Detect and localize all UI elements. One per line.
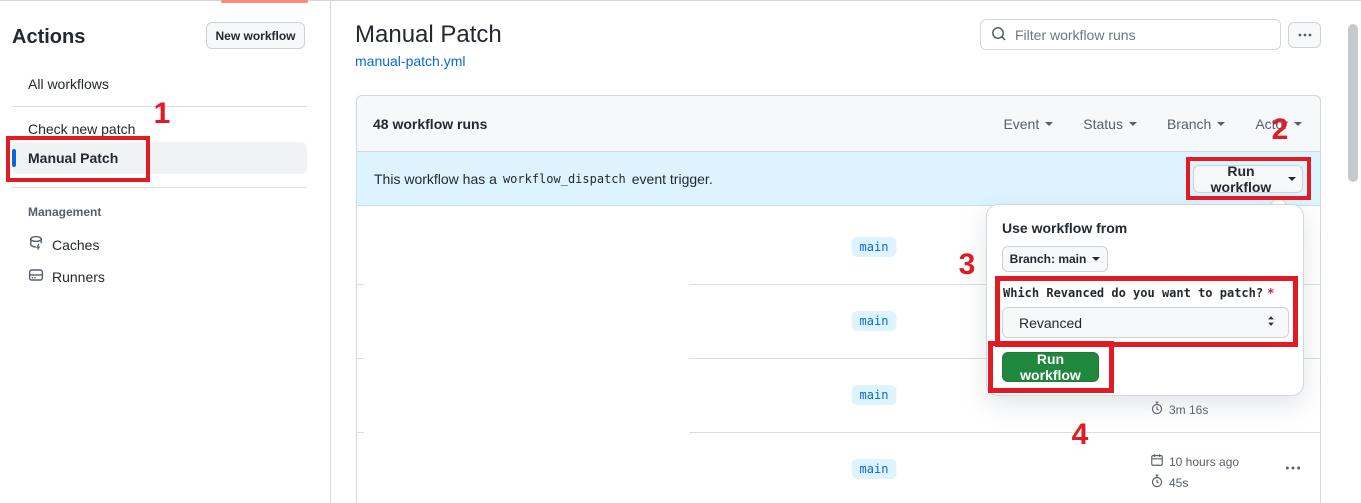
chevron-down-icon (1128, 121, 1137, 126)
sidebar-section-divider (12, 106, 307, 107)
run-duration: 45s (1150, 474, 1188, 491)
sidebar-section-divider (12, 187, 307, 188)
kebab-icon (1298, 33, 1311, 37)
annotation-box-1 (6, 136, 150, 182)
workflow-runs-count: 48 workflow runs (373, 115, 488, 132)
row-divider (357, 358, 1320, 359)
selected-indicator-bar (12, 149, 16, 167)
filter-workflow-runs-field (980, 19, 1281, 50)
actor-filter-dropdown[interactable]: Actor (1255, 116, 1302, 132)
sidebar-title: Actions (12, 26, 86, 48)
annotation-number-1: 1 (153, 97, 171, 130)
sidebar-divider (330, 0, 331, 503)
chevron-down-icon (1288, 176, 1296, 181)
filter-workflow-runs-input[interactable] (980, 19, 1281, 50)
sidebar-item-runners[interactable]: Runners (28, 267, 105, 286)
revanced-select-value: Revanced (1019, 314, 1083, 331)
row-divider (357, 432, 1320, 433)
annotation-box-3 (995, 276, 1298, 347)
branch-filter-dropdown[interactable]: Branch (1167, 116, 1226, 132)
new-workflow-button[interactable]: New workflow (206, 22, 305, 49)
required-asterisk: * (1267, 286, 1275, 300)
workflow-dispatch-banner: This workflow has a workflow_dispatch ev… (357, 152, 1320, 206)
annotation-box-2 (1186, 157, 1311, 200)
chevron-down-icon (1045, 121, 1054, 126)
run-workflow-submit-button[interactable]: Run workflow (1002, 351, 1099, 383)
page-title: Manual Patch (355, 21, 502, 48)
workflow-dispatch-code: workflow_dispatch (502, 171, 626, 186)
annotation-number-4: 4 (1071, 418, 1089, 451)
sidebar-item-check-new-patch[interactable]: Check new patch (28, 121, 136, 137)
redacted-run-titles-area (364, 207, 689, 503)
chevron-down-icon (1092, 257, 1101, 261)
cache-icon (28, 235, 44, 254)
run-duration-text: 3m 16s (1169, 402, 1209, 417)
run-row-kebab-button[interactable] (1284, 459, 1302, 482)
stopwatch-icon (1150, 401, 1164, 418)
run-duration-text: 45s (1169, 475, 1189, 490)
branch-select-button[interactable]: Branch: main (1002, 246, 1108, 272)
runs-list-header: 48 workflow runs Event Status Branch Act… (356, 95, 1321, 152)
sidebar-item-caches[interactable]: Caches (28, 235, 99, 254)
revanced-select[interactable]: Revanced (1002, 307, 1289, 338)
management-section-label: Management (28, 205, 102, 219)
sidebar-item-label: Caches (52, 236, 100, 253)
event-filter-dropdown[interactable]: Event (1003, 116, 1054, 132)
row-divider (357, 284, 1320, 285)
branch-label[interactable]: main (851, 459, 897, 479)
workflow-file-link[interactable]: manual-patch.yml (355, 53, 466, 69)
annotation-box-4 (988, 341, 1114, 393)
runners-icon (28, 267, 44, 286)
sidebar-item-manual-patch[interactable] (12, 142, 307, 174)
run-duration: 3m 16s (1150, 401, 1208, 418)
chevron-down-icon (1294, 121, 1302, 126)
kebab-icon (1285, 466, 1301, 470)
status-filter-dropdown[interactable]: Status (1083, 116, 1137, 132)
branch-label[interactable]: main (851, 237, 897, 257)
active-tab-underline (221, 0, 308, 3)
sidebar-item-manual-patch-label: Manual Patch (28, 150, 119, 166)
run-time-ago: 10 hours ago (1150, 453, 1239, 470)
workflow-options-kebab-button[interactable] (1288, 22, 1321, 48)
up-down-arrows-icon (1264, 314, 1278, 331)
calendar-icon (1150, 453, 1164, 470)
stopwatch-icon (1150, 474, 1164, 491)
workflow-input-label: Which Revanced do you want to patch?* (1003, 286, 1275, 300)
top-nav-border (0, 0, 1361, 1)
runs-filters: Event Status Branch Actor (1003, 116, 1304, 132)
branch-label[interactable]: main (851, 311, 897, 331)
sidebar-item-all-workflows[interactable]: All workflows (28, 76, 109, 92)
run-workflow-dropdown-button[interactable]: Run workflow (1193, 163, 1303, 195)
use-workflow-from-label: Use workflow from (1002, 220, 1128, 236)
sidebar-item-label: Runners (52, 268, 105, 285)
annotation-number-2: 2 (1271, 113, 1289, 146)
vertical-scrollbar[interactable] (1348, 24, 1358, 182)
run-time-ago-text: 10 hours ago (1169, 454, 1240, 469)
annotation-number-3: 3 (958, 248, 976, 281)
banner-text: This workflow has a workflow_dispatch ev… (374, 170, 713, 187)
branch-label[interactable]: main (851, 385, 897, 405)
chevron-down-icon (1217, 121, 1226, 126)
